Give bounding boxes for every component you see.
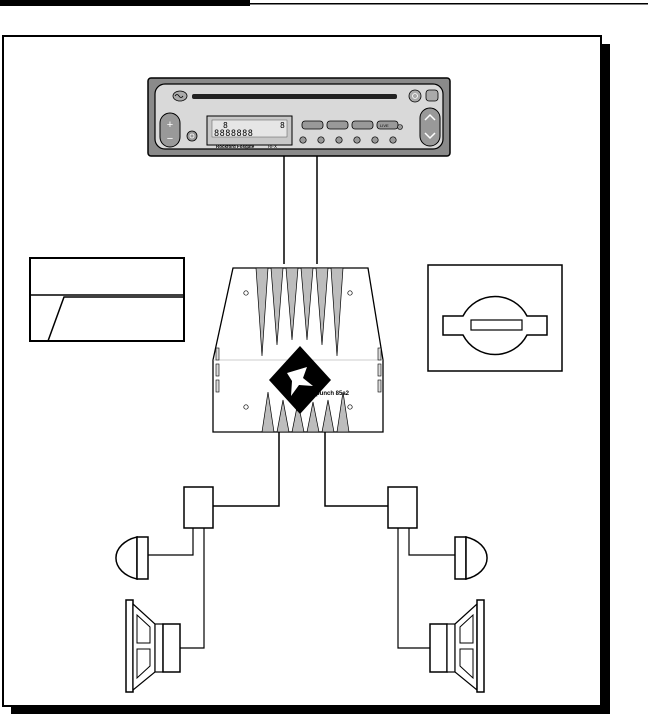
- graph-panel: [30, 258, 184, 341]
- preset-button-3: [352, 121, 373, 129]
- power-button: [187, 131, 197, 141]
- crossover-left: [184, 487, 213, 528]
- lcd-right-digit: 8: [280, 121, 285, 130]
- eject-button: [426, 90, 438, 101]
- crossover-right: [388, 487, 417, 528]
- preset-button-1: [302, 121, 323, 129]
- head-unit: + − 8 8888888 8 Rockford Fosgate RFX LIV…: [148, 78, 450, 156]
- amplifier: punch 85a2: [213, 268, 383, 432]
- corner-badge: LIVE: [380, 123, 389, 128]
- lcd-segments: 8888888: [214, 129, 253, 139]
- volume-plus-glyph: +: [167, 119, 173, 131]
- seek-rocker: [420, 108, 440, 146]
- amp-model-badge: punch 85a2: [316, 391, 350, 397]
- source-button: [409, 90, 421, 102]
- cd-slot: [192, 94, 397, 99]
- brand-label: Rockford Fosgate: [216, 144, 255, 149]
- header-rule: [0, 0, 648, 6]
- volume-minus-glyph: −: [167, 133, 173, 145]
- preset-button-2: [327, 121, 348, 129]
- model-label: RFX: [268, 144, 277, 149]
- switch-panel: [428, 265, 562, 371]
